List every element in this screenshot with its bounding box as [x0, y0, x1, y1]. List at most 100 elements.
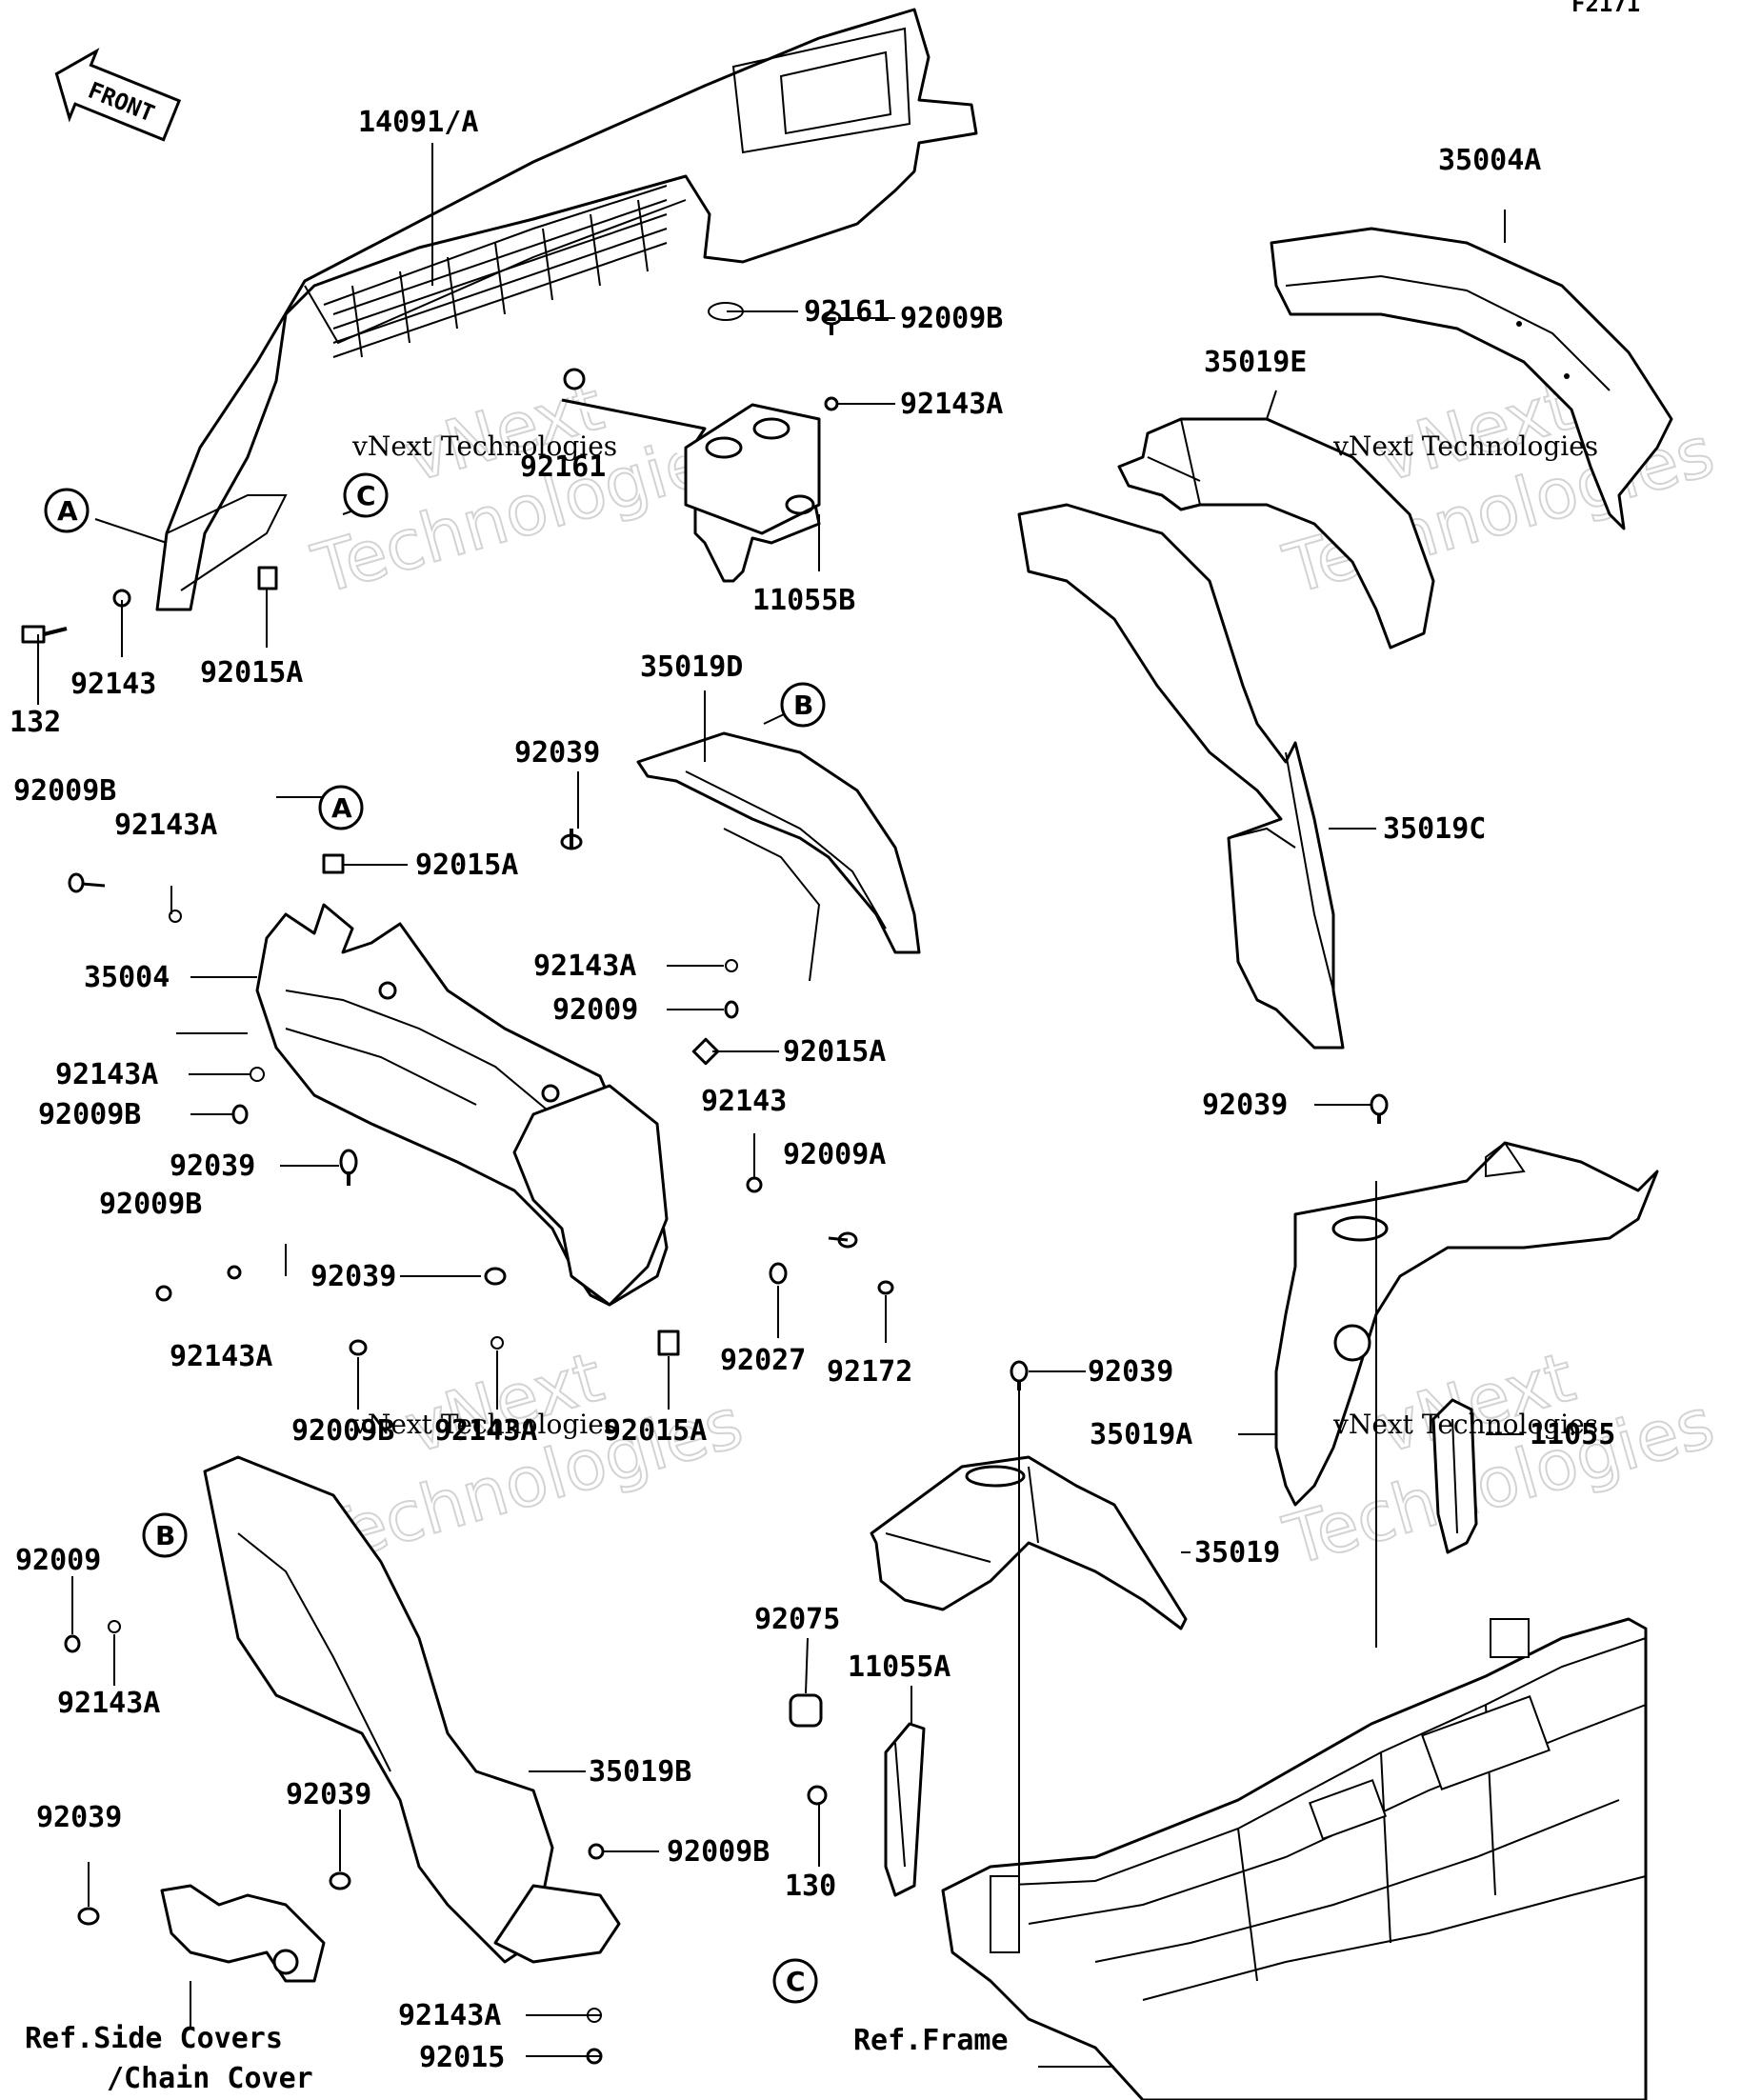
label-92143-top: 92143: [70, 668, 156, 701]
callout-c-top: C: [343, 472, 389, 518]
label-35019b: 35019B: [589, 1755, 691, 1789]
label-35019e: 35019E: [1204, 346, 1307, 379]
label-92009b-c: 92009B: [38, 1098, 141, 1131]
front-grille-part: [155, 8, 978, 611]
label-ref-chain-cover: /Chain Cover: [107, 2062, 313, 2095]
label-92143a-d: 92143A: [170, 1340, 272, 1373]
label-92039-b: 92039: [170, 1150, 255, 1183]
watermark-text: vNext Technologies: [1332, 1409, 1598, 1440]
nut-92027-icon: [769, 1262, 788, 1285]
label-92015a-c: 92015A: [604, 1414, 707, 1448]
label-92143-mid: 92143: [701, 1085, 787, 1118]
label-35019: 35019: [1194, 1536, 1280, 1570]
rivet-92039-right-icon: [1370, 1093, 1389, 1124]
label-92009: 92009: [552, 993, 638, 1027]
callout-a-mid: A: [318, 785, 364, 830]
svg-text:C: C: [786, 1966, 806, 1997]
label-92143a-bot: 92143A: [398, 1999, 501, 2032]
label-92009b-e: 92009B: [291, 1414, 394, 1448]
bracket-11055b-part: [561, 302, 821, 583]
svg-text:A: A: [57, 495, 78, 527]
label-ref-side-covers: Ref.Side Covers: [25, 2022, 283, 2055]
label-92172: 92172: [827, 1355, 912, 1389]
fender-35019b-part: [160, 1455, 621, 1983]
callout-a-top: A: [44, 488, 90, 533]
clip-92015a-icon: [257, 566, 278, 590]
rivet-92039-low1-icon: [77, 1907, 100, 1926]
label-92039-low1: 92039: [36, 1801, 122, 1834]
rivet-92039-low2-icon: [329, 1871, 351, 1890]
label-92015: 92015: [419, 2041, 505, 2074]
label-92009b-left: 92009B: [13, 774, 116, 808]
rivet-92039-mid-icon: [1010, 1360, 1029, 1390]
label-92143a-mid: 92143A: [533, 950, 636, 983]
label-92009b-top: 92009B: [900, 302, 1003, 335]
screw-92009-icon: [724, 1000, 739, 1019]
label-92161: 92161: [804, 295, 890, 329]
mudguard-35019c-part: [1017, 503, 1345, 1050]
label-92009a: 92009A: [783, 1138, 886, 1171]
label-92039-right: 92039: [1202, 1089, 1288, 1122]
callout-b-right: B: [780, 682, 826, 728]
callout-c-low: C: [772, 1958, 818, 2004]
svg-text:A: A: [331, 792, 352, 824]
watermark-text: vNext Technologies: [351, 1409, 617, 1440]
label-92143a-left: 92143A: [114, 809, 217, 842]
washer-92143a-mid-icon: [725, 959, 738, 972]
label-14091a: 14091/A: [358, 106, 478, 139]
label-92009-low: 92009: [15, 1544, 101, 1577]
fender-35004a-part: [1270, 227, 1673, 530]
screw-92009-low-icon: [64, 1634, 81, 1653]
label-92015a-b: 92015A: [783, 1035, 886, 1069]
washer-92143a-top-icon: [824, 396, 839, 411]
diagram-code: F2171: [1571, 0, 1640, 17]
screw-92009b-c-icon: [231, 1104, 249, 1125]
label-92161-mid: 92161: [520, 450, 606, 484]
svg-text:C: C: [356, 480, 376, 511]
screw-92009a-icon: [828, 1231, 858, 1249]
watermark-text: vNext Technologies: [1332, 430, 1598, 462]
label-92143a-low: 92143A: [57, 1687, 160, 1720]
label-35019a: 35019A: [1090, 1418, 1192, 1451]
fender-35019d-part: [636, 731, 921, 982]
label-11055a: 11055A: [848, 1650, 951, 1684]
label-11055: 11055: [1530, 1418, 1615, 1451]
screw-92009b-left-icon: [68, 872, 106, 893]
label-92009b-d: 92009B: [99, 1188, 202, 1221]
label-92015a-top: 92015A: [200, 656, 303, 690]
label-35019d: 35019D: [640, 650, 743, 684]
fender-35004-part: [255, 903, 669, 1307]
washer-92143a-low-icon: [108, 1620, 121, 1633]
clip-92015a-b-icon: [691, 1037, 720, 1066]
label-92075: 92075: [754, 1603, 840, 1636]
bolt-132-icon: [21, 625, 68, 644]
mudguard-35019a-part: [1274, 1141, 1659, 1507]
svg-text:B: B: [793, 690, 813, 721]
label-92039-mid: 92039: [1088, 1355, 1173, 1389]
label-35004a: 35004A: [1438, 144, 1541, 177]
washer-92143a-d-icon: [227, 1265, 242, 1280]
screw-92009b-e-icon: [349, 1339, 368, 1356]
rivet-92039-a-icon: [560, 829, 583, 850]
frame-part: [941, 1617, 1648, 2100]
label-132: 132: [10, 706, 61, 739]
screw-92172-icon: [877, 1280, 894, 1295]
label-92027: 92027: [720, 1344, 806, 1377]
label-130: 130: [785, 1870, 836, 1903]
bracket-11055a-part: [884, 1722, 926, 1897]
washer-92143a-e-icon: [490, 1336, 504, 1350]
screw-92009b-d-icon: [155, 1285, 172, 1302]
leader-lines: [37, 143, 1524, 2068]
fender-35019e-part: [1117, 417, 1435, 650]
label-92009b-low: 92009B: [667, 1835, 770, 1869]
callout-b-low: B: [142, 1512, 188, 1558]
washer-92143a-c-icon: [250, 1067, 265, 1082]
label-92039-low2: 92039: [286, 1778, 371, 1811]
watermark-logo: vNext Technologies vNext Technologies vN…: [303, 364, 1723, 1582]
rivet-92039-b-icon: [339, 1149, 358, 1186]
grommet-92075-icon: [789, 1693, 823, 1728]
label-11055b: 11055B: [752, 584, 855, 617]
label-92039-a: 92039: [514, 736, 600, 770]
screw-92009b-low-icon: [588, 1843, 605, 1860]
